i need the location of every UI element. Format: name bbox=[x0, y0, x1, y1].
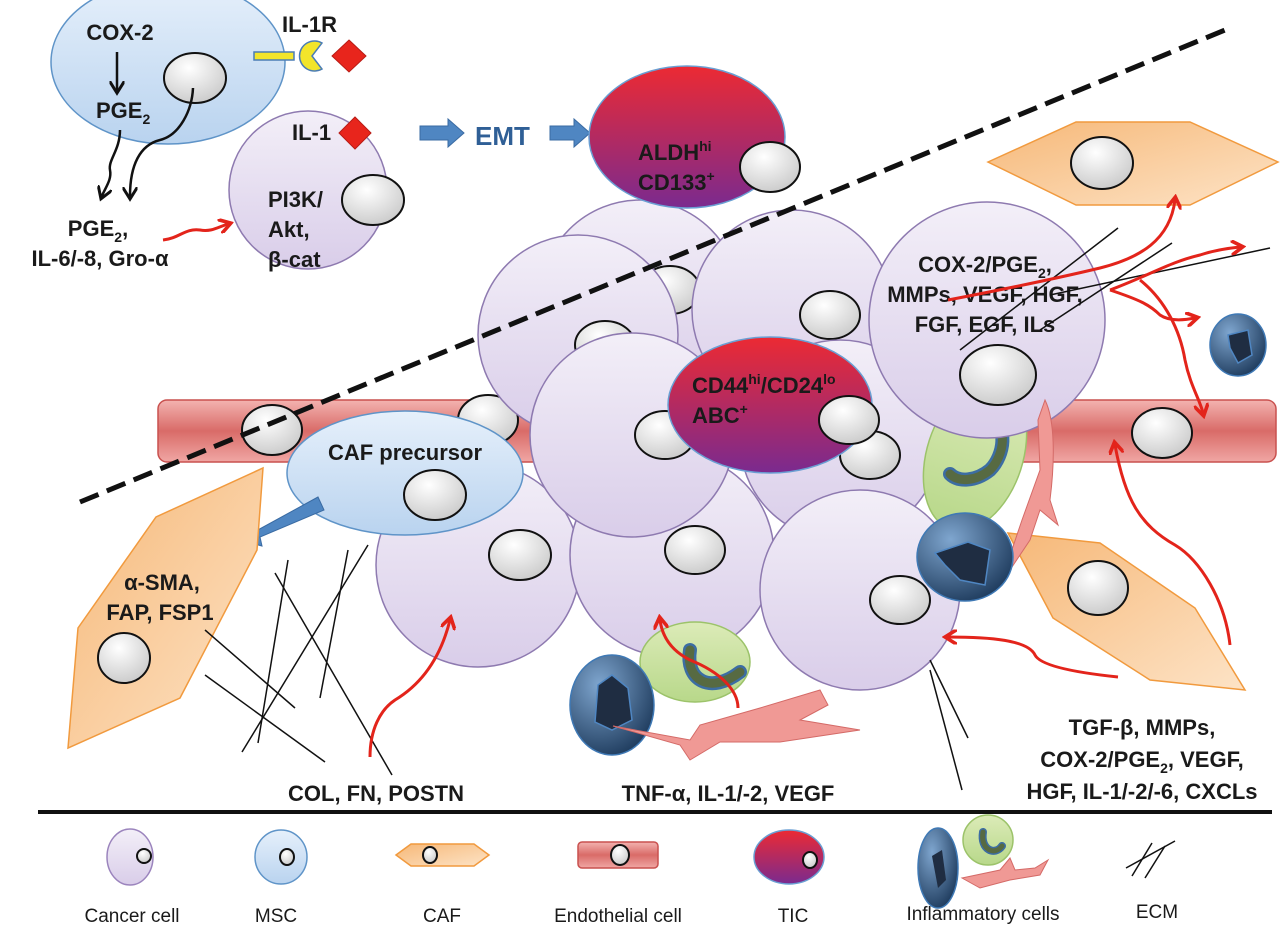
cd44-label: CD44hi/CD24lo bbox=[692, 371, 836, 398]
stroma-factors-line2: COX-2/PGE2, VEGF, bbox=[1040, 747, 1243, 776]
pi3k-line2: Akt, bbox=[268, 217, 310, 242]
factors-line3: FGF, EGF, ILs bbox=[915, 312, 1056, 337]
emt-arrow-right bbox=[549, 117, 591, 149]
cancer-cell-factors bbox=[868, 201, 1106, 439]
caf-cell-top-right bbox=[986, 121, 1280, 206]
red-arrow-to-caf bbox=[947, 200, 1175, 302]
il1-label: IL-1 bbox=[292, 120, 331, 145]
nucleus bbox=[959, 344, 1037, 406]
nucleus bbox=[1067, 560, 1129, 616]
ecm-icon bbox=[1125, 840, 1176, 879]
pi3k-line1: PI3K/ bbox=[268, 187, 323, 212]
legend-label: CAF bbox=[423, 906, 461, 927]
il1-ligand-icon bbox=[338, 116, 372, 150]
aldh-label: ALDHhi bbox=[638, 138, 712, 165]
red-arrow-inflammatory-to-tumor bbox=[660, 620, 740, 709]
ecm-factors-label: COL, FN, POSTN bbox=[288, 781, 464, 806]
pge2-inner-label: PGE2 bbox=[96, 98, 150, 127]
legend-label: Cancer cell bbox=[84, 906, 179, 927]
tic-aldh bbox=[588, 65, 801, 209]
mast-cell bbox=[612, 689, 861, 761]
cancer-cell-pi3k bbox=[228, 110, 405, 270]
red-arrow-ecm-to-tumor bbox=[368, 620, 450, 758]
inflammatory-cells-icon bbox=[917, 814, 1050, 909]
macrophage-right-small bbox=[1209, 313, 1267, 377]
cox2-label: COX-2 bbox=[86, 20, 153, 45]
msc-cell-top bbox=[50, 0, 286, 145]
legend-label: ECM bbox=[1136, 902, 1178, 923]
nucleus bbox=[97, 632, 151, 684]
abc-label: ABC+ bbox=[692, 401, 748, 428]
nucleus bbox=[403, 469, 467, 521]
legend-label: MSC bbox=[255, 906, 297, 927]
legend-item-msc: MSC bbox=[254, 829, 308, 927]
caf-markers-line1: α-SMA, bbox=[124, 570, 200, 595]
cd133-label: CD133+ bbox=[638, 168, 715, 195]
caf-icon bbox=[394, 843, 491, 867]
secreted-factors-line1: PGE2, bbox=[68, 216, 128, 245]
il1r-label: IL-1R bbox=[282, 12, 337, 37]
red-arrow-to-pi3k-cell bbox=[162, 224, 228, 242]
legend-item-inflammatory-cells: Inflammatory cells bbox=[906, 814, 1060, 925]
caf-cell-left bbox=[67, 466, 264, 750]
pi3k-line3: β-cat bbox=[268, 247, 321, 272]
tic-icon bbox=[753, 829, 825, 885]
legend-label: Inflammatory cells bbox=[906, 904, 1059, 925]
invasion-boundary-dashed-line bbox=[79, 27, 1226, 505]
pge2-secretion-arrow bbox=[102, 129, 122, 196]
nucleus bbox=[341, 174, 405, 226]
factors-line1: COX-2/PGE2, bbox=[918, 252, 1052, 281]
tic-cd44 bbox=[667, 336, 880, 474]
red-arrow-caf-to-tumor bbox=[948, 637, 1119, 679]
macrophage-mid bbox=[916, 512, 1014, 602]
red-arrow-to-macrophage bbox=[1109, 288, 1195, 320]
nucleus bbox=[163, 52, 227, 104]
red-arrow-to-right bbox=[1109, 247, 1240, 292]
stroma-factors-line1: TGF-β, MMPs, bbox=[1069, 715, 1216, 740]
legend-item-cancer-cell: Cancer cell bbox=[84, 828, 180, 927]
secreted-factors-line2: IL-6/-8, Gro-α bbox=[32, 246, 169, 271]
legend: Cancer cell MSC CAF Endothelial cell TIC bbox=[84, 814, 1178, 927]
legend-separator bbox=[38, 810, 1272, 814]
inflammatory-factors-label: TNF-α, IL-1/-2, VEGF bbox=[622, 781, 835, 806]
stroma-factors-line3: HGF, IL-1/-2/-6, CXCLs bbox=[1026, 779, 1257, 804]
legend-item-caf: CAF bbox=[394, 843, 491, 927]
legend-item-ecm: ECM bbox=[1125, 840, 1178, 923]
caf-precursor-cell bbox=[286, 410, 524, 536]
nucleus-secretion-arrow bbox=[130, 87, 195, 196]
caf-cell-bottom-right bbox=[1006, 532, 1247, 691]
caf-precursor-label: CAF precursor bbox=[328, 440, 482, 465]
nucleus bbox=[818, 395, 880, 445]
emt-label: EMT bbox=[475, 121, 530, 151]
ecm-fibers-right bbox=[929, 227, 1271, 791]
macrophage-bottom bbox=[569, 654, 655, 756]
red-arrow-caf-to-vessel bbox=[1115, 445, 1232, 646]
nucleus bbox=[241, 404, 303, 456]
legend-item-tic: TIC bbox=[753, 829, 825, 927]
caf-markers-line2: FAP, FSP1 bbox=[106, 600, 213, 625]
nucleus bbox=[1070, 136, 1134, 190]
legend-label: Endothelial cell bbox=[554, 906, 682, 927]
legend-item-endothelial-cell: Endothelial cell bbox=[554, 841, 682, 927]
cancer-cell-icon bbox=[106, 828, 154, 886]
red-arrow-to-vessel bbox=[1139, 278, 1203, 413]
emt-arrow-left bbox=[419, 117, 465, 149]
legend-label: TIC bbox=[778, 906, 809, 927]
nucleus bbox=[739, 141, 801, 193]
il1r-receptor-icon bbox=[253, 39, 367, 73]
nucleus bbox=[1131, 407, 1193, 459]
nucleus bbox=[869, 575, 931, 625]
